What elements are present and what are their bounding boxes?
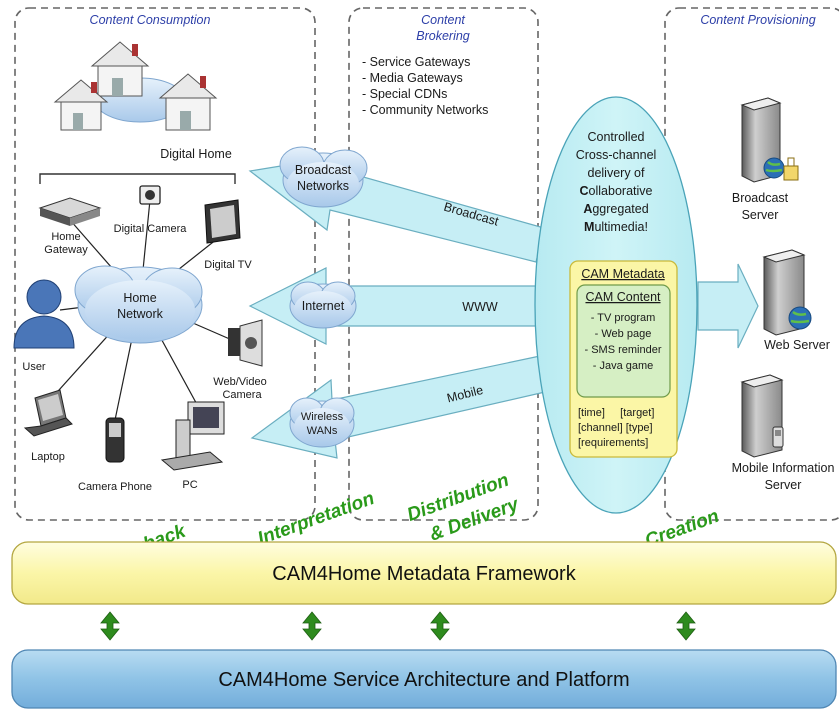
brokering-item: - Media Gateways	[362, 71, 463, 85]
internet-cloud	[289, 281, 357, 329]
home-network-cloud	[74, 265, 203, 344]
digital-camera-label: Digital Camera	[114, 223, 188, 235]
consumption-heading: Content Consumption	[90, 13, 211, 27]
cam-content-title: CAM Content	[585, 290, 661, 304]
brokering-heading-line2: Brokering	[416, 29, 470, 43]
digital-home-bracket	[39, 173, 236, 184]
camera-phone-label: Camera Phone	[78, 481, 152, 493]
digital-tv-label: Digital TV	[204, 259, 252, 271]
cam-content-item: - Web page	[595, 328, 652, 340]
cam-content-box	[576, 284, 671, 398]
mobile-information-server-icon	[740, 374, 784, 458]
www-channel-label: WWW	[462, 300, 498, 314]
cam-line2: Cross-channel	[576, 148, 657, 162]
web-server-label: Web Server	[764, 338, 830, 352]
brokering-item: - Community Networks	[362, 103, 488, 117]
internet-label: Internet	[302, 299, 345, 313]
double-arrow-icon	[430, 611, 450, 641]
broadcast-networks-label-line1: Broadcast	[295, 163, 352, 177]
broadcast-server-icon	[740, 97, 799, 183]
mobile-information-server-label-line2: Server	[765, 478, 802, 492]
cam-metadata-title: CAM Metadata	[581, 267, 664, 281]
digital-home-label: Digital Home	[160, 147, 232, 161]
webcam-label-line1: Web/Video	[213, 376, 266, 388]
cam-collaborative: Collaborative	[580, 184, 653, 198]
broadcast-server-label-line2: Server	[742, 208, 779, 222]
cam-multimedia: Multimedia!	[584, 220, 648, 234]
brokering-heading-line1: Content	[421, 13, 465, 27]
consumption-section-box	[14, 7, 316, 521]
double-arrow-icon	[302, 611, 322, 641]
home-gateway-label-line2: Gateway	[44, 244, 88, 256]
brokering-item: - Service Gateways	[362, 55, 470, 69]
cam-content-item: - Java game	[593, 360, 654, 372]
pc-icon	[160, 401, 225, 471]
broadcast-networks-label-line2: Networks	[297, 179, 349, 193]
laptop-label: Laptop	[31, 451, 65, 463]
brokering-item: - Special CDNs	[362, 87, 447, 101]
home-network-label-line2: Network	[117, 307, 164, 321]
webcam-icon	[228, 319, 263, 367]
cam-aggregated: Aggregated	[583, 202, 648, 216]
broadcast-networks-cloud	[279, 146, 368, 208]
home-gateway-icon	[38, 197, 102, 226]
double-arrow-icon	[676, 611, 696, 641]
digital-tv-icon	[204, 199, 241, 244]
cam-metadata-fields-line1: [time] [target]	[578, 407, 654, 419]
digital-camera-icon	[139, 185, 161, 205]
camera-phone-icon	[105, 417, 125, 463]
broadcast-server-label-line1: Broadcast	[732, 191, 789, 205]
cam-content-item: - TV program	[591, 312, 656, 324]
laptop-icon	[23, 389, 73, 437]
cam-content-item: - SMS reminder	[584, 344, 661, 356]
wireless-wans-label-line2: WANs	[307, 425, 338, 437]
service-platform-band	[11, 649, 837, 709]
webcam-label-line2: Camera	[222, 389, 262, 401]
metadata-framework-label: CAM4Home Metadata Framework	[272, 563, 576, 585]
houses-icon	[53, 41, 218, 131]
provisioning-heading: Content Provisioning	[700, 13, 815, 27]
double-arrow-icon	[100, 611, 120, 641]
wireless-wans-label-line1: Wireless	[301, 411, 344, 423]
web-server-icon	[762, 249, 812, 336]
mobile-information-server-label-line1: Mobile Information	[732, 461, 835, 475]
cam-metadata-fields-line3: [requirements]	[578, 437, 648, 449]
user-label: User	[22, 361, 46, 373]
wireless-wans-cloud	[289, 397, 355, 448]
web-server-arrow	[697, 263, 759, 349]
cam-line1: Controlled	[588, 130, 645, 144]
user-icon	[13, 279, 75, 349]
home-network-label-line1: Home	[123, 291, 156, 305]
pc-label: PC	[182, 479, 197, 491]
home-gateway-label-line1: Home	[51, 231, 80, 243]
connector-arrows	[100, 611, 696, 641]
cam-line3: delivery of	[588, 166, 645, 180]
cam-metadata-fields-line2: [channel] [type]	[578, 422, 653, 434]
metadata-framework-band	[11, 541, 837, 605]
service-platform-label: CAM4Home Service Architecture and Platfo…	[218, 669, 629, 691]
